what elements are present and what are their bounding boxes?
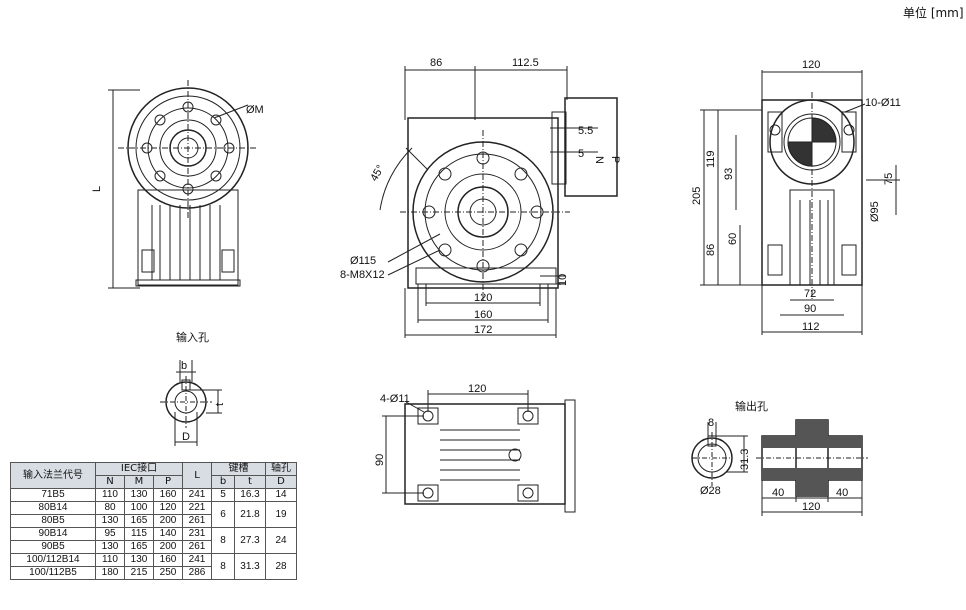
svg-text:112.5: 112.5 xyxy=(512,57,539,69)
svg-text:4-Ø11: 4-Ø11 xyxy=(380,393,410,405)
svg-text:8-M8X12: 8-M8X12 xyxy=(340,269,385,281)
svg-text:120: 120 xyxy=(802,501,820,513)
svg-text:60: 60 xyxy=(727,233,739,245)
header-t: t xyxy=(234,475,266,489)
svg-text:31.3: 31.3 xyxy=(739,449,751,470)
svg-text:Ø115: Ø115 xyxy=(350,255,376,267)
header-M: M xyxy=(124,475,154,489)
svg-text:40: 40 xyxy=(772,487,784,499)
svg-text:160: 160 xyxy=(474,309,492,321)
svg-text:5: 5 xyxy=(578,148,584,160)
svg-text:b: b xyxy=(181,360,187,372)
svg-text:5.5: 5.5 xyxy=(578,125,593,137)
svg-text:Ø95: Ø95 xyxy=(869,201,881,222)
svg-text:10-Ø11: 10-Ø11 xyxy=(865,97,901,109)
svg-text:输出孔: 输出孔 xyxy=(735,399,768,413)
svg-text:90: 90 xyxy=(804,303,816,315)
svg-text:90: 90 xyxy=(374,454,386,466)
svg-text:119: 119 xyxy=(705,150,717,168)
output-hole-view: 输出孔 8 31.3 Ø28 40 40 120 xyxy=(691,399,868,516)
svg-text:输入孔: 输入孔 xyxy=(176,330,209,344)
side-view: 120 10-Ø11 205 119 93 86 60 75 Ø95 72 xyxy=(691,59,901,335)
svg-text:Ø28: Ø28 xyxy=(700,485,721,497)
header-keyway: 键槽 xyxy=(211,462,266,476)
svg-text:8: 8 xyxy=(708,417,714,429)
input-hole-view: 输入孔 b t D xyxy=(160,330,226,446)
left-view: L ØM xyxy=(91,80,264,289)
svg-text:172: 172 xyxy=(474,324,492,336)
svg-text:N: N xyxy=(593,156,605,164)
svg-text:40: 40 xyxy=(836,487,848,499)
header-D: D xyxy=(265,475,297,489)
header-P: P xyxy=(153,475,183,489)
svg-text:120: 120 xyxy=(474,292,492,304)
front-view: 86 112.5 5.5 5 N P 45° Ø115 8-M8X12 10 xyxy=(340,57,621,338)
svg-text:93: 93 xyxy=(723,168,735,180)
svg-text:86: 86 xyxy=(430,57,442,69)
bottom-view: 120 4-Ø11 90 xyxy=(374,383,576,513)
svg-text:205: 205 xyxy=(691,187,703,205)
header-bore: 轴孔 xyxy=(265,462,297,476)
svg-text:45°: 45° xyxy=(368,163,387,183)
header-L: L xyxy=(182,462,212,489)
svg-text:P: P xyxy=(609,156,621,163)
svg-text:L: L xyxy=(91,186,103,192)
svg-text:D: D xyxy=(182,431,190,443)
svg-text:10: 10 xyxy=(557,274,569,286)
svg-text:75: 75 xyxy=(883,173,895,185)
header-flange: 输入法兰代号 xyxy=(10,462,96,489)
header-N: N xyxy=(95,475,125,489)
svg-text:ØM: ØM xyxy=(246,104,264,116)
svg-text:112: 112 xyxy=(802,321,820,333)
svg-text:120: 120 xyxy=(468,383,486,395)
header-iec: IEC接口 xyxy=(95,462,183,476)
svg-text:86: 86 xyxy=(705,244,717,256)
svg-text:t: t xyxy=(214,403,226,406)
unit-label: 单位 [mm] xyxy=(903,6,964,20)
header-b: b xyxy=(211,475,235,489)
svg-text:120: 120 xyxy=(802,59,820,71)
svg-text:72: 72 xyxy=(804,288,816,300)
